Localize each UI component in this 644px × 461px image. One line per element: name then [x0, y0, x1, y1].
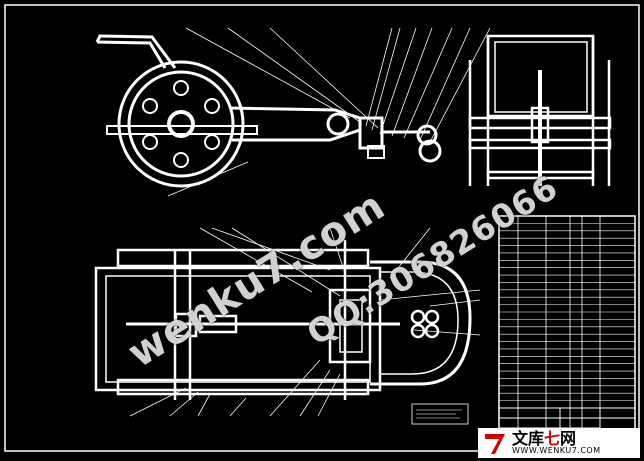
wenku7-logo[interactable]: 文库七网 WWW.WENKU7.COM — [478, 428, 640, 458]
logo-name-part2: 七 — [544, 429, 561, 448]
logo-name: 文库七网 — [512, 431, 601, 447]
nose-plate — [370, 260, 472, 386]
nose-plate-inner — [380, 271, 459, 375]
wheel-hub — [167, 110, 195, 138]
spindle — [410, 309, 426, 325]
wheel-outer — [117, 60, 245, 188]
logo-url: WWW.WENKU7.COM — [512, 446, 601, 455]
gear-housing — [328, 288, 372, 364]
top-right-view — [468, 34, 612, 186]
top-left-view — [95, 34, 442, 188]
base-frame — [94, 266, 382, 392]
logo-name-part3: 网 — [560, 429, 577, 448]
gear-housing-inner — [339, 299, 363, 353]
hub-bolt — [204, 98, 220, 114]
drawing-frame — [4, 4, 640, 452]
logo-text: 文库七网 WWW.WENKU7.COM — [512, 431, 601, 455]
top-rail — [116, 248, 370, 268]
hub-bolt — [142, 98, 158, 114]
logo-seven-icon — [485, 434, 505, 454]
hub-bolt — [173, 152, 189, 168]
parts-list-rows — [499, 223, 635, 401]
handle — [95, 34, 177, 69]
leader-lines — [129, 27, 491, 417]
parts-list-table — [498, 215, 636, 439]
spindle — [424, 309, 440, 325]
hub-bolt — [173, 80, 189, 96]
axle-band — [106, 125, 258, 135]
technical-notes-block — [411, 403, 469, 425]
wheel-ring — [127, 70, 235, 178]
motor — [418, 139, 442, 163]
logo-name-part1: 文库 — [512, 429, 545, 448]
gearbox-mount — [367, 145, 385, 159]
center-hub — [530, 106, 550, 144]
arm-pivot — [326, 112, 350, 136]
pulley — [416, 124, 438, 146]
bottom-rail — [116, 378, 370, 396]
bearing — [198, 314, 238, 334]
